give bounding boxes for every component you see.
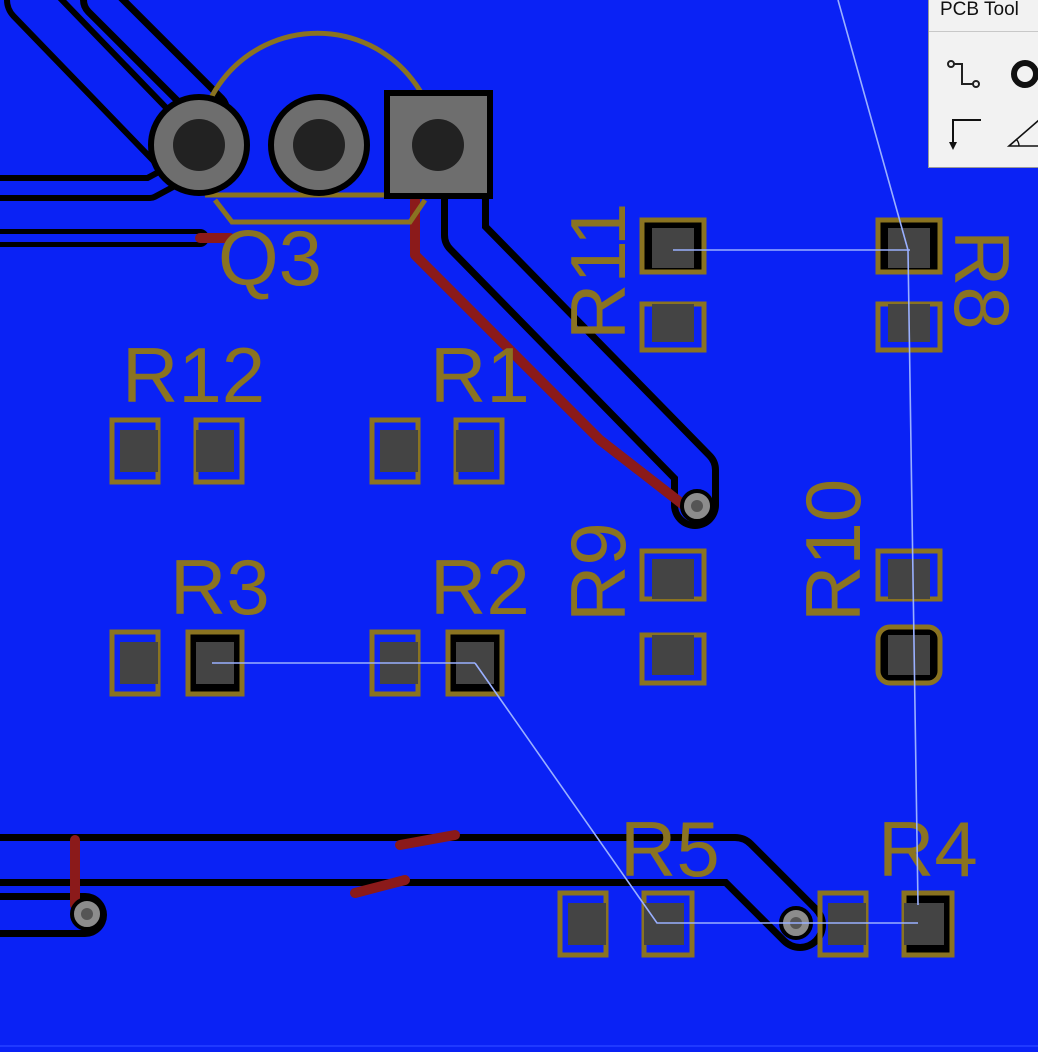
r3-ref-label: R3 <box>170 543 270 631</box>
footprint-r12[interactable]: R12 <box>109 331 265 485</box>
r10-pad-1[interactable] <box>888 559 930 599</box>
pcb-tools-title[interactable]: PCB Tool <box>929 0 1038 32</box>
r3-pad-1[interactable] <box>120 642 158 684</box>
footprint-q3[interactable]: Q3 <box>148 30 493 302</box>
r12-pad-1[interactable] <box>120 430 158 472</box>
r1-pad-2[interactable] <box>456 430 494 472</box>
r5-pad-1[interactable] <box>568 903 606 945</box>
footprint-r4[interactable]: R4 <box>817 805 978 958</box>
r4-pad-2[interactable] <box>904 903 944 945</box>
route-track-icon[interactable] <box>945 56 981 92</box>
r11-pad-2[interactable] <box>652 304 694 342</box>
r2-ref-label: R2 <box>430 543 530 631</box>
q3-ref-label: Q3 <box>218 214 322 302</box>
footprint-r11[interactable]: R11 <box>554 203 707 353</box>
footprint-r10[interactable]: R10 <box>789 479 943 686</box>
r9-pad-1[interactable] <box>652 559 694 599</box>
ratsnest <box>212 0 919 924</box>
r10-pad-2[interactable] <box>888 635 930 675</box>
tracks-bottom <box>70 195 695 910</box>
r4-ref-label: R4 <box>878 805 978 893</box>
angle-line-icon[interactable] <box>1005 114 1038 150</box>
footprint-r9[interactable]: R9 <box>554 522 707 686</box>
footprint-r1[interactable]: R1 <box>369 331 530 485</box>
pcb-tools-panel[interactable]: PCB Tool <box>928 0 1038 168</box>
r11-ref-label: R11 <box>554 203 642 340</box>
footprint-r5[interactable]: R5 <box>557 805 720 958</box>
r4-pad-1[interactable] <box>828 903 866 945</box>
via-icon[interactable] <box>1007 56 1038 92</box>
r11-pad-1[interactable] <box>652 228 694 268</box>
r10-ref-label: R10 <box>789 479 877 622</box>
r1-pad-1[interactable] <box>380 430 418 472</box>
r8-pad-1[interactable] <box>888 228 930 268</box>
orthogonal-line-icon[interactable] <box>945 114 989 150</box>
r1-ref-label: R1 <box>430 331 530 419</box>
r9-pad-2[interactable] <box>652 635 694 675</box>
r5-pad-2[interactable] <box>644 903 684 945</box>
r5-ref-label: R5 <box>620 805 720 893</box>
r12-pad-2[interactable] <box>196 430 234 472</box>
r12-ref-label: R12 <box>122 331 265 419</box>
r9-ref-label: R9 <box>554 522 642 622</box>
r8-ref-label: R8 <box>938 230 1026 330</box>
